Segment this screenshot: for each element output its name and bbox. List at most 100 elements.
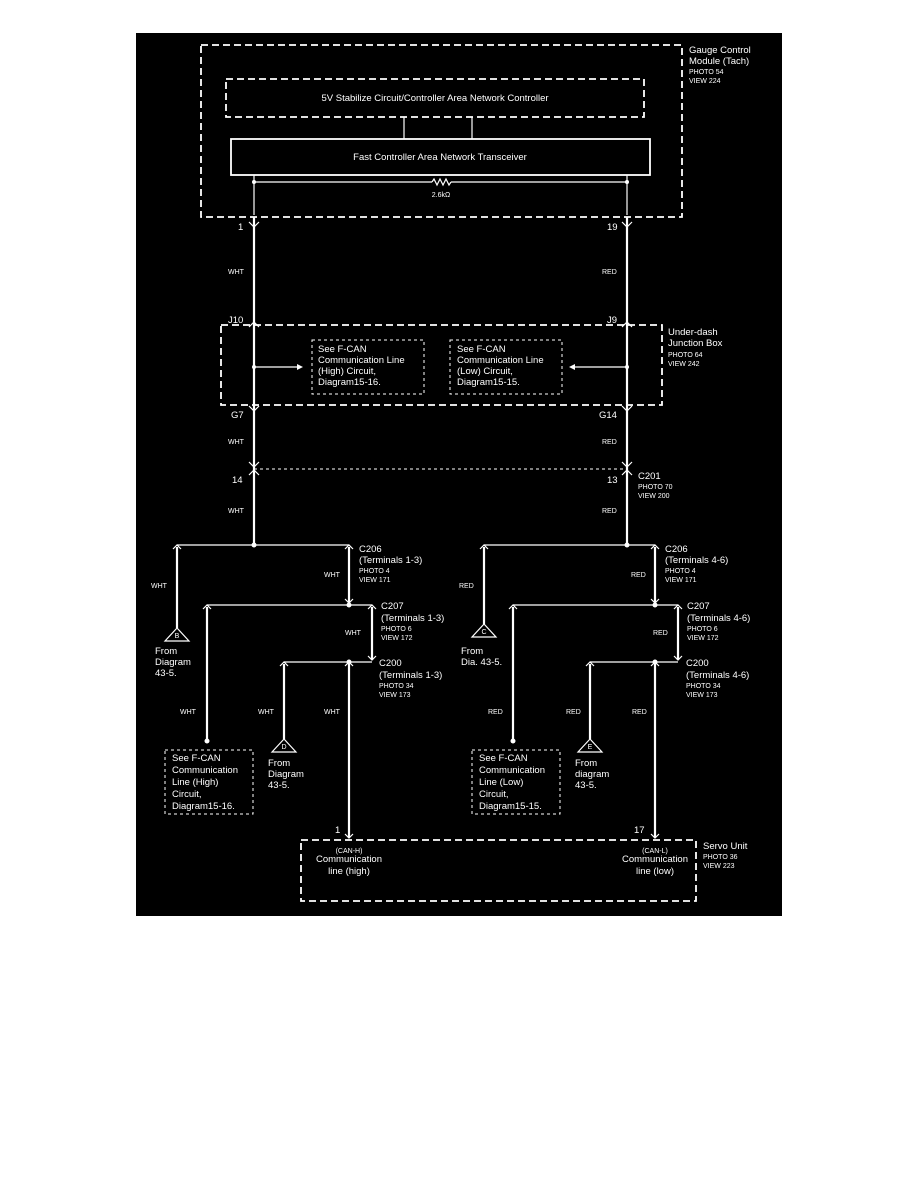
servo-photo: PHOTO 36: [703, 854, 738, 861]
c207-high-photo: PHOTO 6: [381, 626, 412, 633]
from-e-letter: E: [588, 744, 593, 751]
junction-label-2: Junction Box: [668, 338, 723, 349]
junction-photo: PHOTO 64: [668, 352, 703, 359]
c206-high-view: VIEW 171: [359, 577, 391, 584]
c207-low-terminals: (Terminals 4-6): [687, 613, 750, 624]
svg-text:Line (Low): Line (Low): [479, 777, 523, 788]
wire-color-red-e: RED: [566, 709, 581, 716]
c200-low-terminals: (Terminals 4-6): [686, 670, 749, 681]
junction-ref-low: See F-CAN Communication Line (Low) Circu…: [457, 344, 544, 388]
wire-color-wht-1: WHT: [228, 269, 245, 276]
wire-color-red-3: RED: [602, 508, 617, 515]
c201-label: C201: [638, 471, 661, 482]
c207-high-terminals: (Terminals 1-3): [381, 613, 444, 624]
wire-color-wht-c207: WHT: [345, 630, 362, 637]
wire-color-wht-d: WHT: [258, 709, 275, 716]
c201-view: VIEW 200: [638, 493, 670, 500]
see-fcan-high-ref: See F-CAN Communication Line (High) Circ…: [172, 753, 238, 812]
svg-text:From: From: [461, 646, 483, 657]
wire-color-wht-2: WHT: [228, 439, 245, 446]
see-fcan-low-ref: See F-CAN Communication Line (Low) Circu…: [479, 753, 545, 812]
servo-pin-17: 17: [634, 825, 645, 836]
gauge-pin-19: 19: [607, 222, 618, 233]
c207-low-view: VIEW 172: [687, 635, 719, 642]
c200-high-photo: PHOTO 34: [379, 683, 414, 690]
c200-low-label: C200: [686, 658, 709, 669]
servo-unit: 1 17 (CAN-H) Communication line (high) (…: [300, 825, 748, 902]
svg-text:Diagram15-16.: Diagram15-16.: [172, 801, 235, 812]
svg-text:43-5.: 43-5.: [575, 780, 597, 791]
svg-text:From: From: [155, 646, 177, 657]
junction-ref-high: See F-CAN Communication Line (High) Circ…: [318, 344, 405, 388]
wire-color-red-see-low: RED: [488, 709, 503, 716]
junction-pin-j10: J10: [228, 315, 243, 326]
wire-color-red-c207: RED: [653, 630, 668, 637]
under-dash-junction-box: J10 J9 G7 G14 Under-dash Junction Box PH…: [220, 315, 723, 421]
junction-pin-g7: G7: [231, 410, 244, 421]
wire-color-red-servo: RED: [632, 709, 647, 716]
gauge-label-2: Module (Tach): [689, 56, 749, 67]
servo-low-tag: (CAN-L): [642, 848, 668, 855]
c206-high-label: C206: [359, 544, 382, 555]
svg-text:Circuit,: Circuit,: [479, 789, 509, 800]
wire-color-red-c206: RED: [631, 572, 646, 579]
c207-high-label: C207: [381, 601, 404, 612]
wire-color-red-1: RED: [602, 269, 617, 276]
servo-label: Servo Unit: [703, 841, 748, 852]
svg-text:diagram: diagram: [575, 769, 609, 780]
gauge-pin-1: 1: [238, 222, 243, 233]
c207-high-view: VIEW 172: [381, 635, 413, 642]
gauge-label-1: Gauge Control: [689, 45, 751, 56]
from-e-triangle: [576, 738, 604, 753]
servo-pin-1: 1: [335, 825, 340, 836]
gauge-photo: PHOTO 54: [689, 69, 724, 76]
c201-pin-13: 13: [607, 475, 618, 486]
from-d-triangle: [270, 738, 298, 753]
svg-text:Communication: Communication: [172, 765, 238, 776]
diagram-background: [136, 33, 782, 916]
svg-text:Diagram15-15.: Diagram15-15.: [457, 377, 520, 388]
can-low-branches: C RED From Dia. 43-5. RED C206 (Terminal…: [459, 542, 750, 839]
connector-c201: C201 PHOTO 70 VIEW 200 14 13: [232, 468, 673, 500]
controller-label: 5V Stabilize Circuit/Controller Area Net…: [321, 93, 548, 104]
c200-high-label: C200: [379, 658, 402, 669]
c200-high-terminals: (Terminals 1-3): [379, 670, 442, 681]
wire-color-wht-c206: WHT: [324, 572, 341, 579]
c206-low-view: VIEW 171: [665, 577, 697, 584]
gauge-control-module: 5V Stabilize Circuit/Controller Area Net…: [200, 44, 751, 218]
svg-text:See F-CAN: See F-CAN: [318, 344, 367, 355]
junction-pin-j9: J9: [607, 315, 617, 326]
servo-low-1: Communication: [622, 854, 688, 865]
svg-text:43-5.: 43-5.: [155, 668, 177, 679]
wire-color-red-2: RED: [602, 439, 617, 446]
c207-low-label: C207: [687, 601, 710, 612]
svg-text:Diagram15-16.: Diagram15-16.: [318, 377, 381, 388]
c207-low-photo: PHOTO 6: [687, 626, 718, 633]
c200-high-view: VIEW 173: [379, 692, 411, 699]
svg-text:Dia. 43-5.: Dia. 43-5.: [461, 657, 502, 668]
svg-text:Line (High): Line (High): [172, 777, 218, 788]
c206-high-photo: PHOTO 4: [359, 568, 390, 575]
servo-view: VIEW 223: [703, 863, 735, 870]
svg-text:43-5.: 43-5.: [268, 780, 290, 791]
junction-view: VIEW 242: [668, 361, 700, 368]
svg-text:Diagram15-15.: Diagram15-15.: [479, 801, 542, 812]
from-c-triangle: [470, 623, 498, 638]
svg-text:(Low) Circuit,: (Low) Circuit,: [457, 366, 513, 377]
c200-low-photo: PHOTO 34: [686, 683, 721, 690]
svg-text:See F-CAN: See F-CAN: [172, 753, 221, 764]
svg-text:Communication Line: Communication Line: [457, 355, 544, 366]
svg-text:(High) Circuit,: (High) Circuit,: [318, 366, 376, 377]
c200-low-view: VIEW 173: [686, 692, 718, 699]
c201-photo: PHOTO 70: [638, 484, 673, 491]
svg-text:See F-CAN: See F-CAN: [479, 753, 528, 764]
svg-text:Diagram: Diagram: [155, 657, 191, 668]
resistor-label: 2.6kΩ: [432, 192, 450, 199]
svg-text:See F-CAN: See F-CAN: [457, 344, 506, 355]
c206-high-terminals: (Terminals 1-3): [359, 555, 422, 566]
c206-low-photo: PHOTO 4: [665, 568, 696, 575]
can-high-branches: B WHT From Diagram 43-5. WHT C206 (Termi…: [151, 542, 444, 839]
svg-text:Communication Line: Communication Line: [318, 355, 405, 366]
svg-text:Circuit,: Circuit,: [172, 789, 202, 800]
